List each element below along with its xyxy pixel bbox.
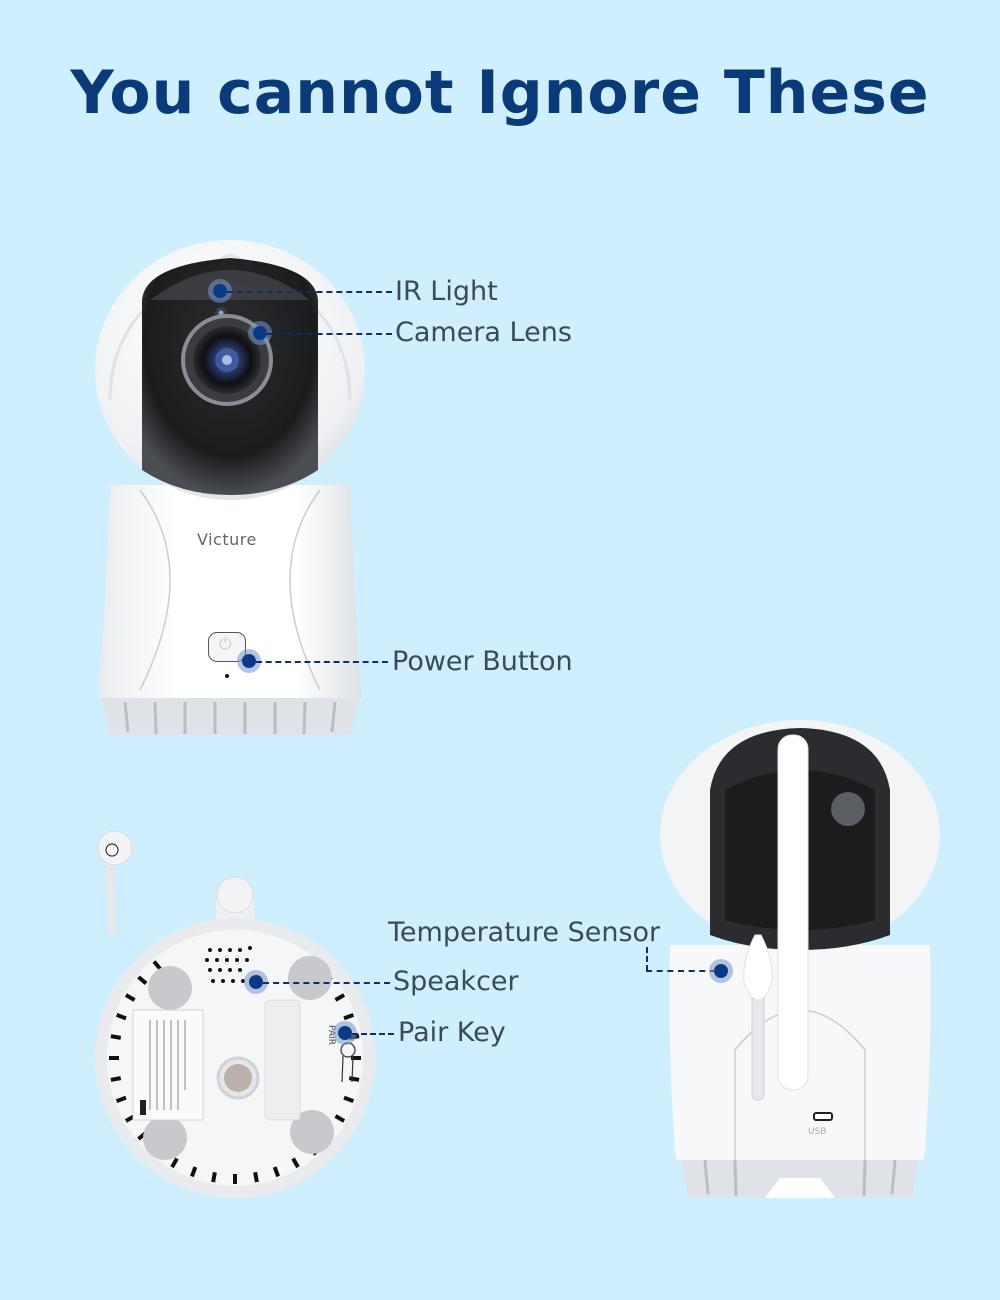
front-camera-illustration [95, 240, 365, 735]
ir-light-leader [227, 291, 392, 293]
power-button-marker [242, 654, 256, 668]
speaker-marker [249, 975, 263, 989]
temperature-sensor-label: Temperature Sensor [388, 917, 661, 948]
power-icon: ⏻ [219, 634, 232, 653]
power-button[interactable]: ⏻ [208, 632, 246, 662]
speaker-label: Speakcer [393, 966, 519, 997]
bottom-view-illustration [95, 830, 375, 1198]
pair-key-label: Pair Key [398, 1017, 506, 1048]
camera-lens-label: Camera Lens [395, 317, 572, 348]
indicator-led [225, 674, 229, 678]
pair-key-leader [352, 1033, 394, 1035]
power-button-leader [256, 661, 388, 663]
usb-port[interactable] [812, 1111, 832, 1120]
ir-light-marker [213, 284, 227, 298]
temperature-sensor-marker [714, 964, 728, 978]
power-button-label: Power Button [392, 646, 573, 677]
brand-logo: Victure [197, 530, 257, 549]
speaker-leader [263, 982, 390, 984]
usb-port-marking: USB [808, 1127, 827, 1137]
headline: You cannot Ignore These [70, 58, 930, 128]
temperature-sensor-leader [646, 970, 716, 972]
temperature-sensor-leader-vertical [646, 947, 648, 971]
pair-key-marker[interactable] [338, 1026, 352, 1040]
back-view-illustration [660, 720, 940, 1198]
camera-lens-marker [253, 326, 267, 340]
pair-marking: PAIR [325, 1025, 336, 1045]
ir-light-label: IR Light [395, 276, 498, 307]
camera-lens-leader [267, 333, 392, 335]
